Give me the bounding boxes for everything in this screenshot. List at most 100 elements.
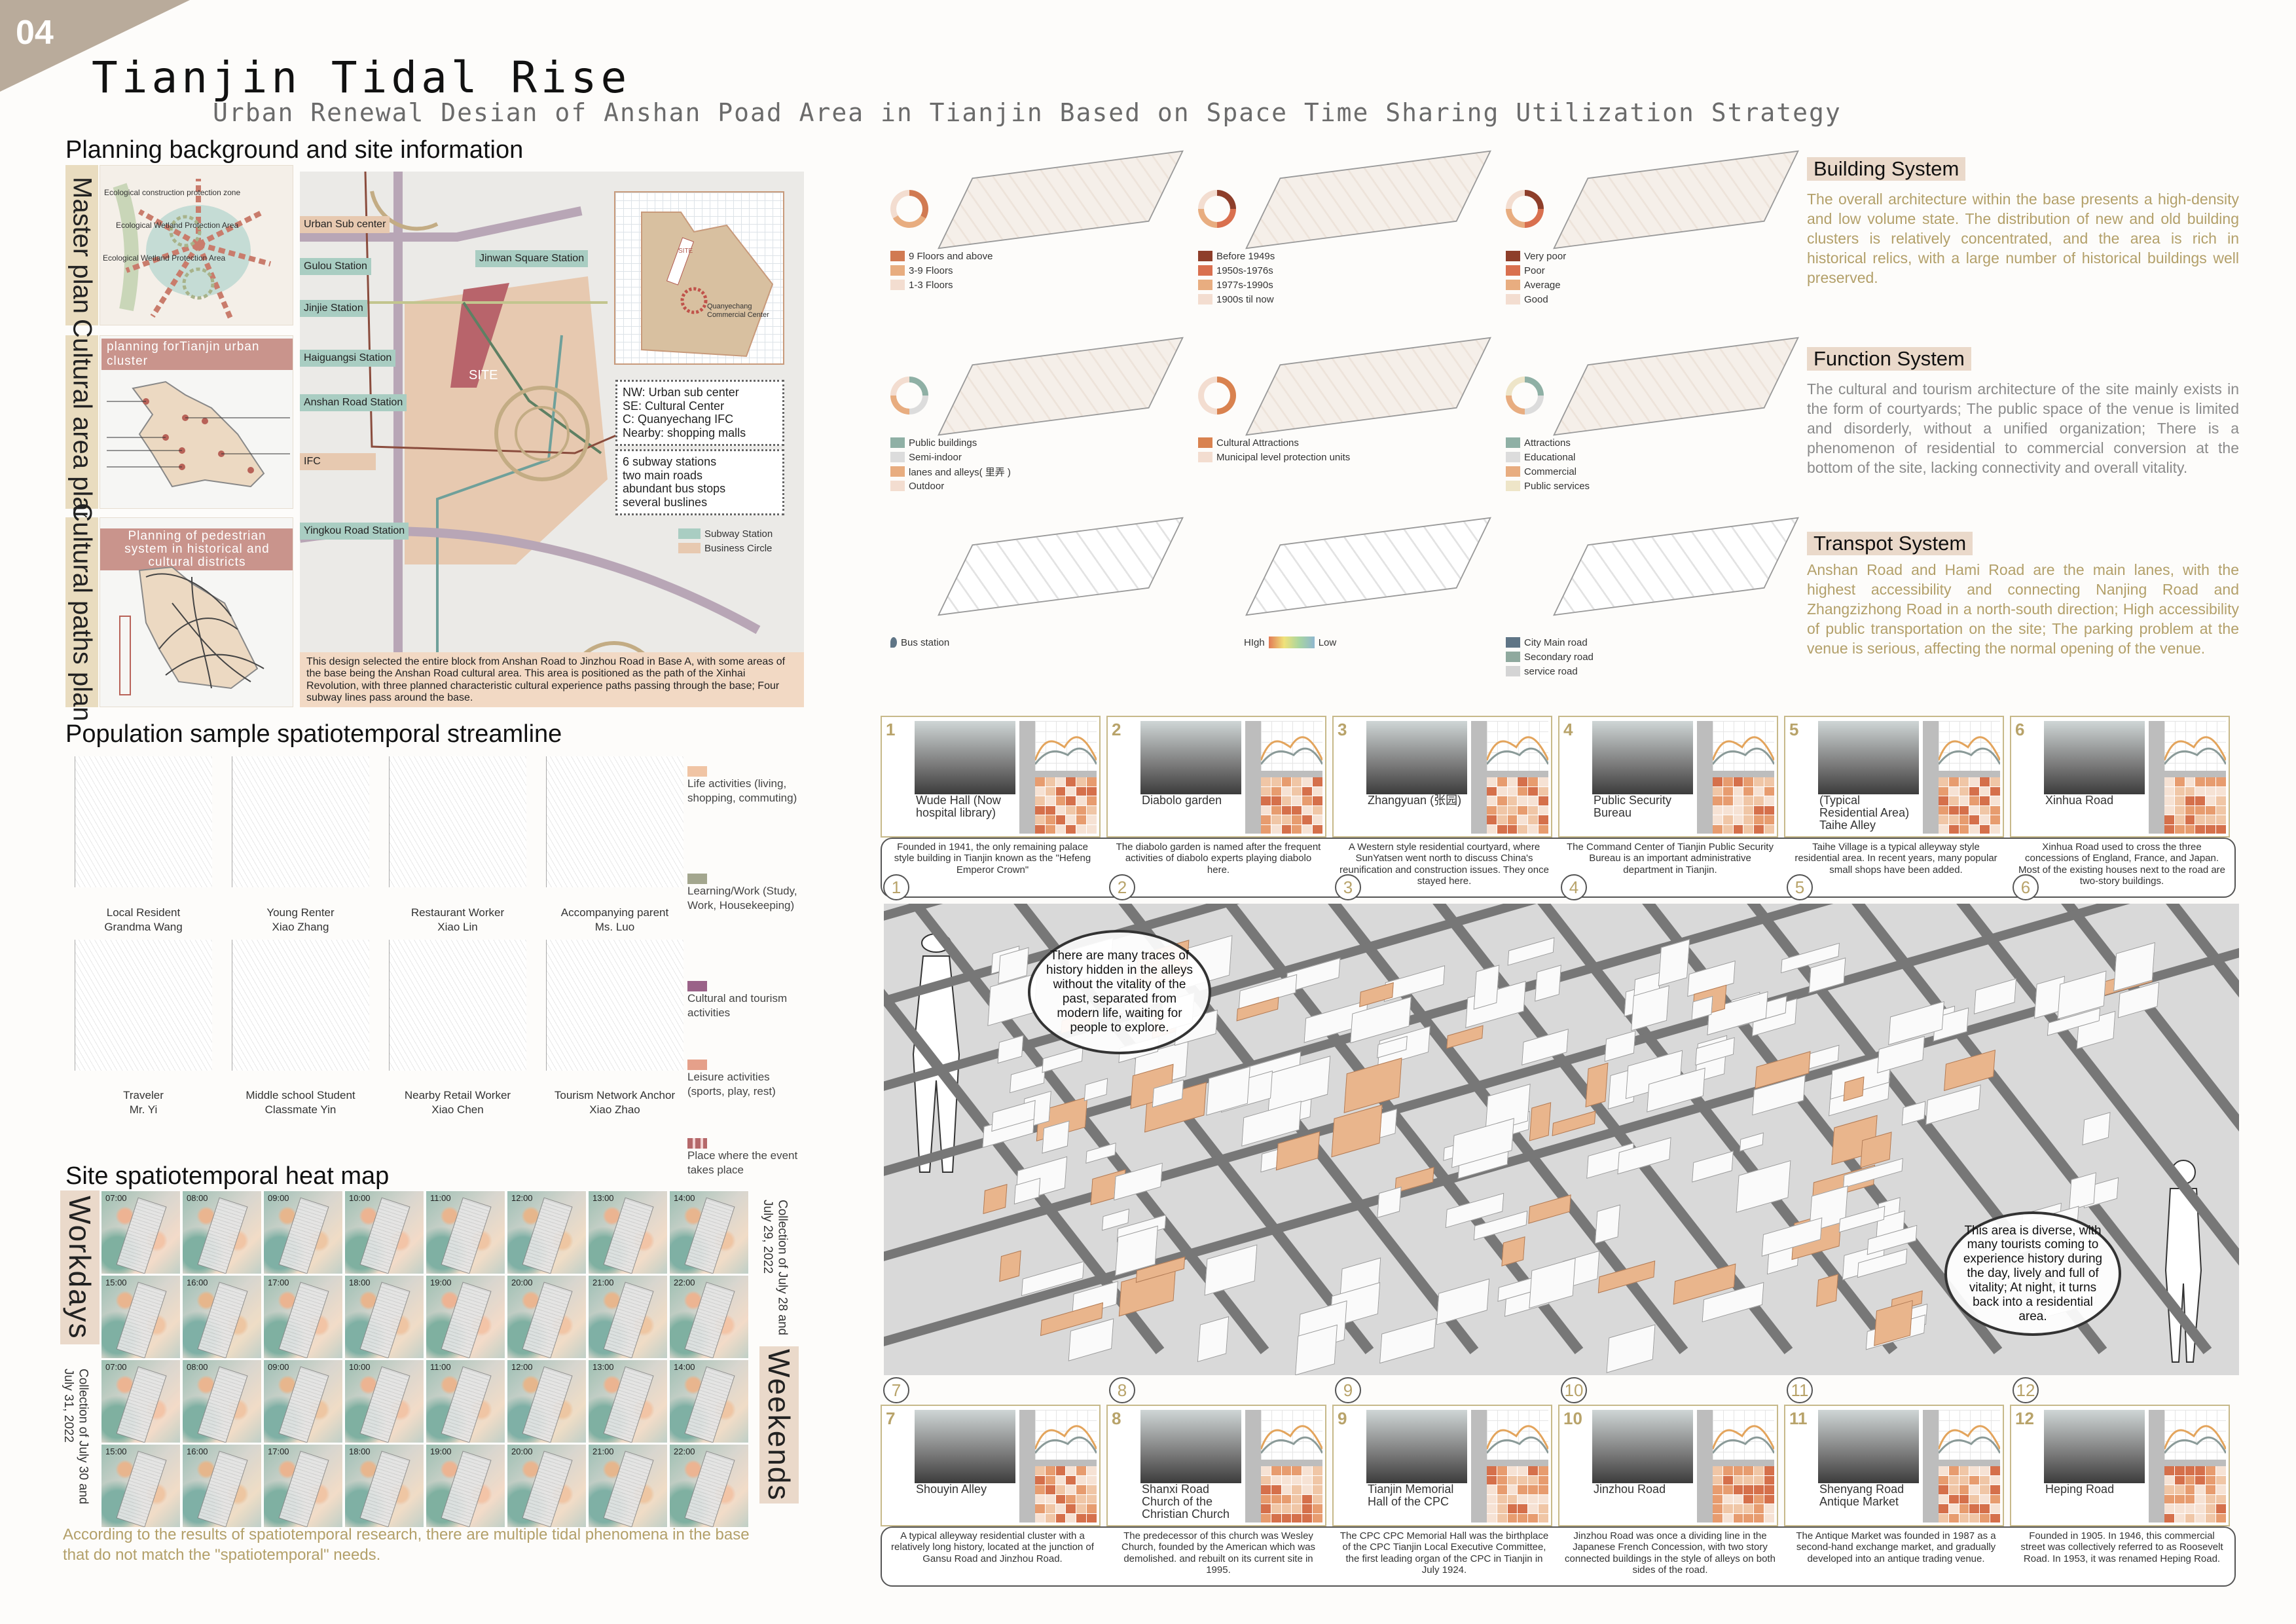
- building-block: [1436, 1278, 1489, 1325]
- time-label: 13:00: [592, 1362, 614, 1372]
- legend-swatch: [1506, 666, 1520, 676]
- heatmap-cell: 21:00: [588, 1275, 668, 1359]
- heatmap-cell: 07:00: [101, 1190, 181, 1274]
- legend-swatch: [1506, 652, 1520, 662]
- visitor-flow-chart: [1697, 721, 1776, 834]
- landmark-name: Shouyin Alley: [916, 1483, 987, 1496]
- landmark-description: Taihe Village is a typical alleyway styl…: [1795, 841, 1997, 876]
- legend-item: 1900s til now: [1198, 292, 1275, 306]
- time-label: 08:00: [187, 1362, 208, 1372]
- site-outline: [278, 1282, 329, 1358]
- isometric-site-plan: [938, 150, 1184, 249]
- streamline-figure: [232, 940, 369, 1071]
- site-outline: [684, 1366, 735, 1443]
- card-number: 12: [2015, 1409, 2034, 1428]
- isometric-site-plan: [1553, 150, 1799, 249]
- map-node-marker[interactable]: 9: [1335, 1377, 1361, 1403]
- site-outline: [116, 1366, 167, 1443]
- map-node-marker[interactable]: 5: [1787, 874, 1813, 900]
- master-plan-annotation: Ecological Wetland Protection Area: [116, 221, 239, 230]
- building-block: [1197, 1316, 1230, 1363]
- map-node-marker[interactable]: 10: [1561, 1377, 1587, 1403]
- map-node-marker[interactable]: 11: [1787, 1377, 1813, 1403]
- landmark-photo: [915, 1410, 1015, 1483]
- site-outline: [278, 1197, 329, 1274]
- page-title: Tianjin Tidal Rise: [92, 52, 631, 103]
- card-number: 8: [1112, 1409, 1121, 1428]
- map-node-marker[interactable]: 6: [2013, 874, 2039, 900]
- building-block: [1529, 1257, 1576, 1309]
- heatmap-cell: 12:00: [507, 1359, 587, 1443]
- axonometric-site-map: There are many traces of history hidden …: [884, 904, 2239, 1375]
- sheet-corner-tab: [0, 0, 190, 92]
- heatmap-cell: 15:00: [101, 1444, 181, 1528]
- visitor-flow-chart: [1471, 721, 1550, 834]
- time-label: 15:00: [105, 1278, 127, 1287]
- flow-line-plot: [1711, 721, 1776, 771]
- landmark-card[interactable]: 5(Typical Residential Area) Taihe Alley: [1784, 716, 2004, 838]
- map-node-marker[interactable]: 2: [1109, 874, 1135, 900]
- workdays-collection-note: Collection of July 28 and July 29, 2022: [760, 1200, 790, 1336]
- legend-item: 9 Floors and above: [890, 249, 993, 263]
- heatmap-cell: 07:00: [101, 1359, 181, 1443]
- legend-swatch: [1506, 437, 1520, 448]
- map-node-marker[interactable]: 8: [1109, 1377, 1135, 1403]
- legend-item: service road: [1506, 664, 1594, 678]
- hourly-heat-grid: [2164, 777, 2226, 834]
- isometric-site-plan: [1245, 337, 1491, 436]
- site-outline: [116, 1450, 167, 1527]
- map-node-marker[interactable]: 12: [2013, 1377, 2039, 1403]
- site-description: This design selected the entire block fr…: [300, 652, 804, 707]
- label-yingkou-road-station: Yingkou Road Station: [300, 523, 409, 540]
- heatmap-cell: 10:00: [344, 1190, 424, 1274]
- card-number: 2: [1112, 720, 1121, 739]
- legend-item: Public buildings: [890, 435, 1011, 450]
- label-gulou-station: Gulou Station: [300, 258, 371, 275]
- master-plan-annotation: Ecological Wetland Protection Area: [103, 253, 226, 263]
- legend-swatch: [1198, 251, 1212, 261]
- map-node-marker[interactable]: 7: [883, 1377, 909, 1403]
- legend-swatch: [1198, 294, 1212, 304]
- legend-swatch: [1506, 294, 1520, 304]
- speech-bubble-history: There are many traces of history hidden …: [1028, 930, 1211, 1054]
- site-outline: [441, 1450, 492, 1527]
- inset-zone: [641, 212, 774, 358]
- heatmap-cell: 22:00: [669, 1275, 749, 1359]
- building-block: [1815, 1274, 1838, 1307]
- legend-item: Cultural Attractions: [1198, 435, 1350, 450]
- flow-line-plot: [1711, 1410, 1776, 1460]
- map-node-marker[interactable]: 4: [1561, 874, 1587, 900]
- heatmap-cell: 18:00: [344, 1444, 424, 1528]
- legend-swatch: [1506, 251, 1520, 261]
- site-outline: [684, 1197, 735, 1274]
- time-label: 19:00: [430, 1278, 452, 1287]
- legend-swatch: [1198, 265, 1212, 276]
- site-outline: [116, 1282, 167, 1358]
- legend-item: Municipal level protection units: [1198, 450, 1350, 464]
- system-body: The cultural and tourism architecture of…: [1807, 380, 2239, 476]
- landmark-name: Tianjin Memorial Hall of the CPC: [1368, 1483, 1454, 1508]
- time-label: 18:00: [349, 1447, 371, 1456]
- map-node-marker[interactable]: 3: [1335, 874, 1361, 900]
- site-outline: [197, 1366, 248, 1443]
- time-label: 22:00: [674, 1278, 695, 1287]
- site-marker: SITE: [469, 368, 498, 382]
- streamline-figure: [389, 756, 526, 887]
- map-node-marker[interactable]: 1: [883, 874, 909, 900]
